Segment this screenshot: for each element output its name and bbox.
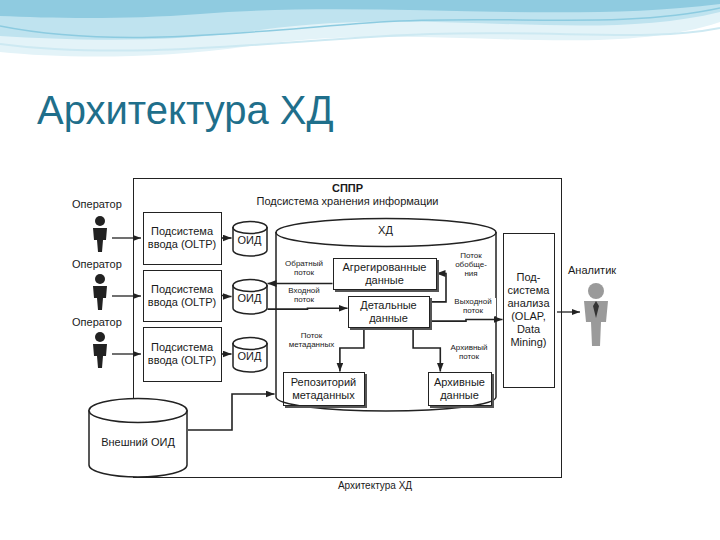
data-box: Детальные данные bbox=[348, 296, 430, 328]
data-box: Архивные данные bbox=[428, 372, 492, 406]
operator-icon bbox=[93, 274, 107, 310]
node-text: Подсистема хранения информации bbox=[134, 195, 561, 208]
flow-label: Обратный поток bbox=[280, 260, 328, 278]
node-text: Внешний ОИД bbox=[88, 436, 188, 449]
cylinder-top bbox=[233, 337, 267, 349]
operator-arrow bbox=[112, 237, 141, 238]
node-text: ХД bbox=[275, 224, 497, 237]
diagram-caption: Архитектура ХД bbox=[250, 480, 500, 492]
node-text: Детальные данные bbox=[349, 299, 429, 325]
system-boundary: СППРПодсистема хранения информацииПодсис… bbox=[133, 178, 562, 478]
flow-arrow bbox=[340, 328, 364, 372]
node-text: Подсистема ввода (OLTP) bbox=[144, 283, 221, 309]
cylinder-top bbox=[89, 399, 187, 423]
node-text: ОИД bbox=[232, 292, 268, 305]
role-label: Оператор bbox=[72, 316, 122, 329]
database-cylinder: ОИД bbox=[232, 337, 268, 373]
wave-band bbox=[0, 0, 720, 40]
analysis-subsystem: Под-система анализа (OLAP, Data Mining) bbox=[503, 233, 555, 388]
node-text: Под-система анализа (OLAP, Data Mining) bbox=[504, 271, 554, 349]
wave-line bbox=[0, 28, 720, 51]
flow-arrow bbox=[222, 353, 232, 355]
database-cylinder: ОИД bbox=[232, 279, 268, 315]
slide-title: Архитектура ХД bbox=[37, 86, 334, 134]
node-text: Подсистема ввода (OLTP) bbox=[144, 341, 221, 367]
input-subsystem: Подсистема ввода (OLTP) bbox=[143, 212, 222, 265]
flow-arrow bbox=[430, 274, 447, 302]
input-subsystem: Подсистема ввода (OLTP) bbox=[143, 270, 222, 322]
cylinder-top bbox=[276, 218, 496, 246]
flow-label: Выходной поток bbox=[450, 298, 496, 316]
operator-icon bbox=[93, 332, 107, 368]
role-label: Оператор bbox=[72, 198, 122, 211]
operator-arrow bbox=[112, 295, 141, 296]
analyst-arrow bbox=[557, 311, 580, 312]
node-text: СППР bbox=[134, 182, 561, 195]
role-label: Аналитик bbox=[568, 264, 616, 277]
wave-band bbox=[0, 0, 720, 18]
analyst-icon bbox=[584, 283, 608, 346]
role-label: Оператор bbox=[72, 258, 122, 271]
input-subsystem: Подсистема ввода (OLTP) bbox=[143, 327, 222, 382]
flow-arrow bbox=[222, 237, 232, 239]
cylinder-top bbox=[233, 221, 267, 233]
database-cylinder: Внешний ОИД bbox=[88, 398, 188, 478]
database-cylinder: ОИД bbox=[232, 221, 268, 257]
flow-arrow bbox=[268, 307, 348, 309]
flow-arrow bbox=[188, 394, 275, 430]
flow-arrow bbox=[413, 328, 440, 372]
flow-arrow bbox=[222, 296, 232, 297]
node-text: Агрегированные данные bbox=[334, 261, 436, 287]
node-text: ОИД bbox=[232, 234, 268, 247]
flow-label: Входной поток bbox=[280, 287, 328, 305]
flow-label: Архивный поток bbox=[446, 344, 492, 362]
data-box: Агрегированные данные bbox=[333, 258, 437, 290]
flow-arrow bbox=[268, 283, 333, 285]
cylinder-top bbox=[233, 279, 267, 291]
node-text: Подсистема ввода (OLTP) bbox=[144, 225, 221, 251]
operator-icon bbox=[93, 216, 107, 252]
node-text: Архивные данные bbox=[429, 376, 491, 402]
flow-label: Поток метаданных bbox=[285, 332, 338, 350]
flow-arrow bbox=[430, 320, 503, 322]
operator-arrow bbox=[112, 353, 141, 354]
node-text: Репозиторий метаданных bbox=[284, 376, 364, 402]
flow-label: Поток обобще-ния bbox=[450, 252, 492, 278]
cylinder-body bbox=[276, 232, 496, 411]
wave-band bbox=[0, 0, 720, 57]
data-box: Репозиторий метаданных bbox=[283, 372, 365, 406]
node-text: ОИД bbox=[232, 350, 268, 363]
